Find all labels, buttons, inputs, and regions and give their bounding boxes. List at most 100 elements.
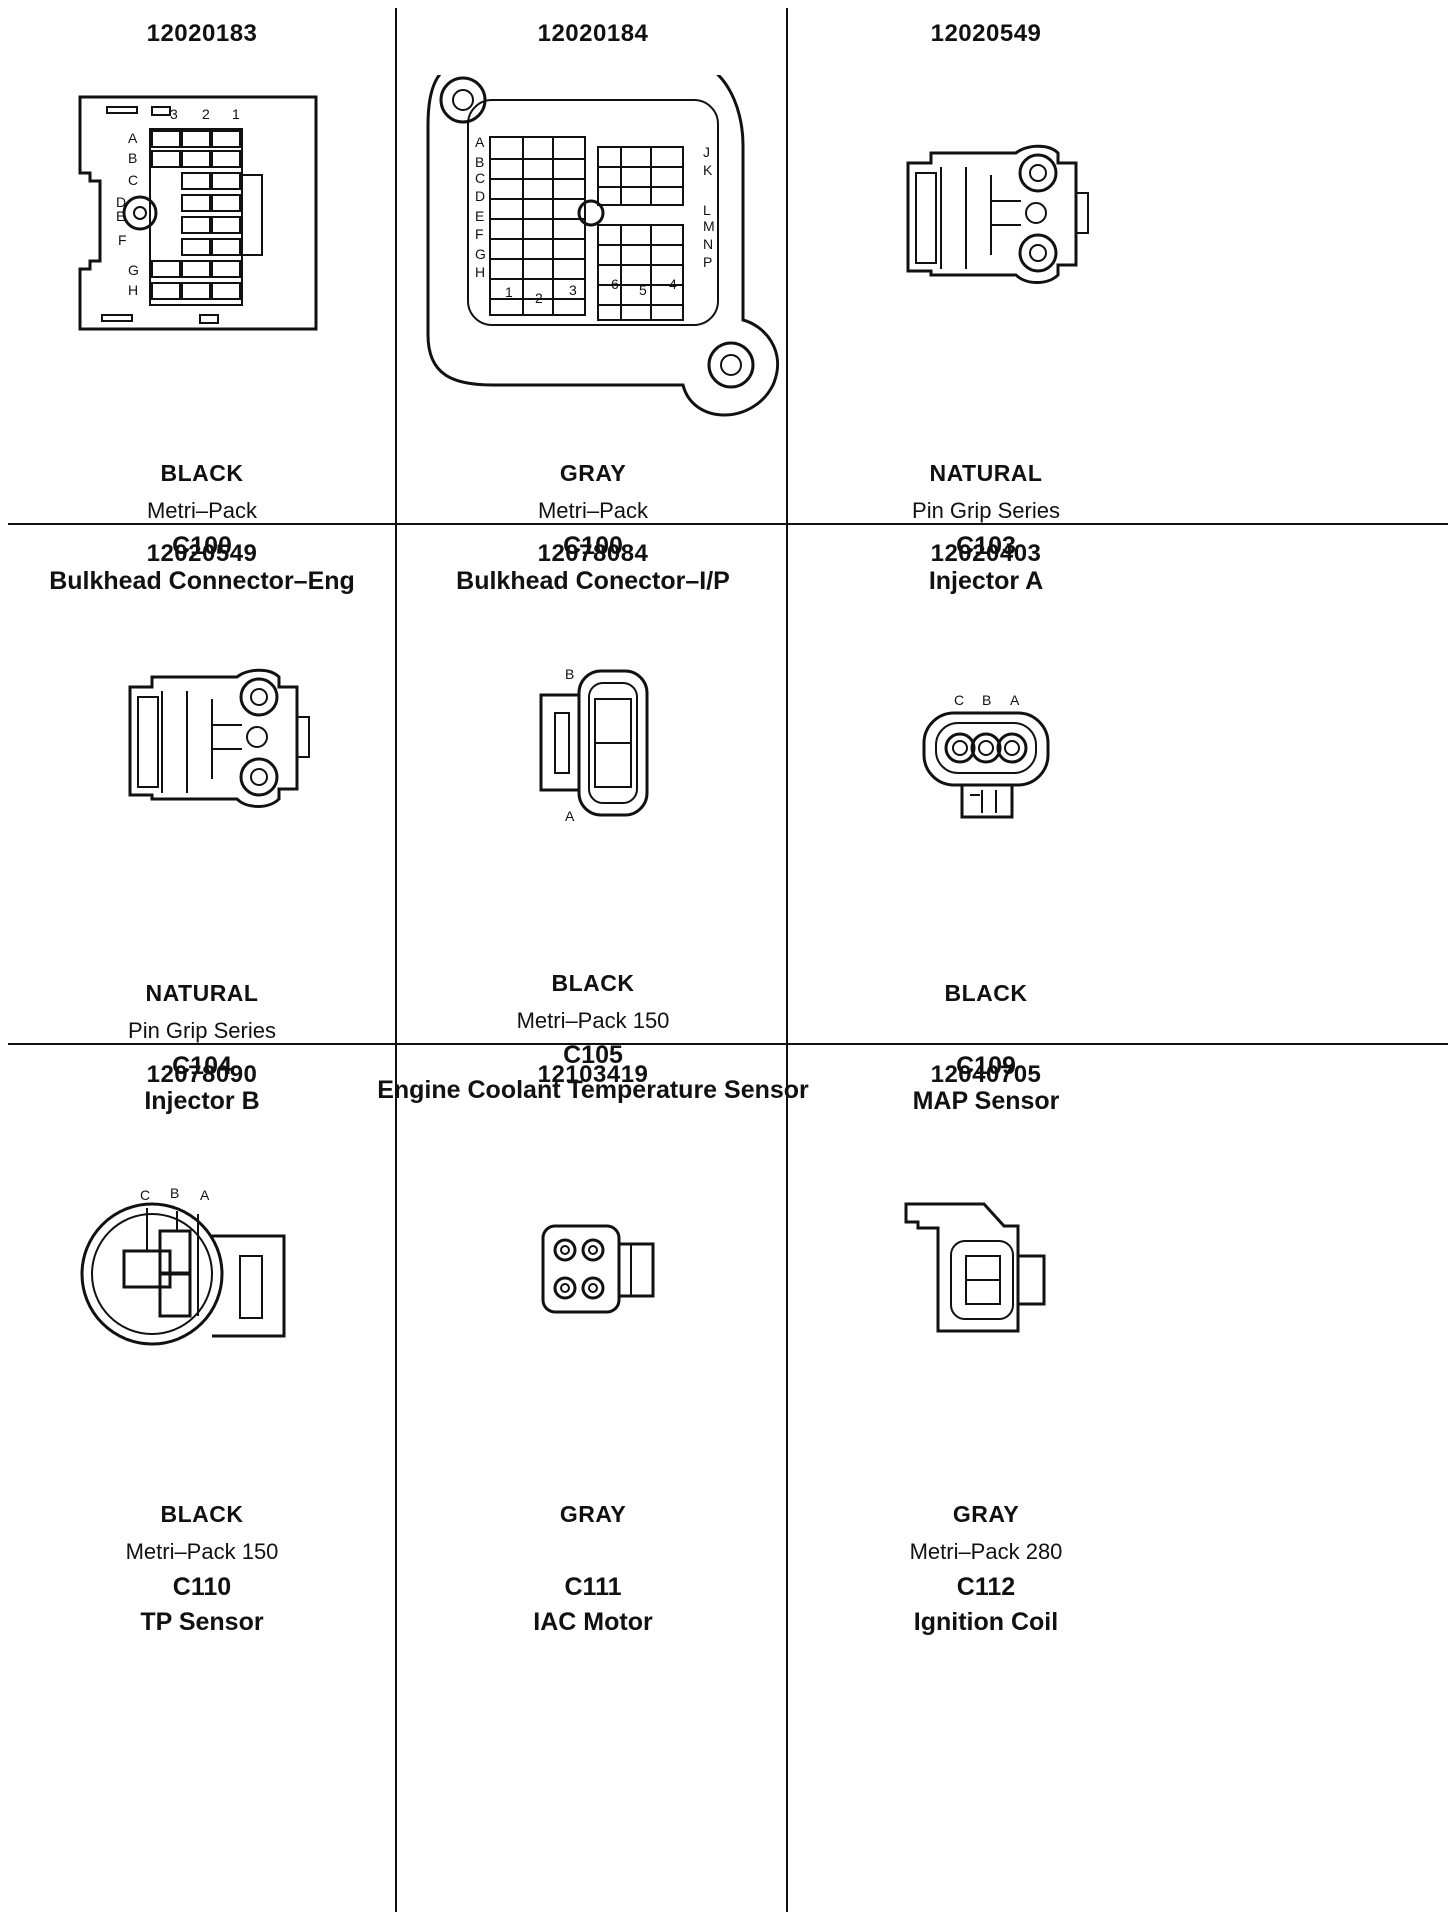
- svg-text:2: 2: [202, 106, 210, 122]
- connector-color: BLACK: [160, 460, 244, 486]
- svg-text:D: D: [475, 188, 485, 204]
- svg-text:E: E: [475, 208, 484, 224]
- svg-text:C: C: [954, 692, 964, 708]
- connector-color: GRAY: [952, 1501, 1020, 1527]
- svg-text:1: 1: [505, 284, 513, 300]
- connector-id: C103: [956, 532, 1016, 560]
- part-number: 12078090: [146, 1061, 258, 1088]
- bulkhead-connector-eng-icon: 3 2 1 A B C D E F G H: [2, 75, 402, 435]
- svg-text:J: J: [703, 144, 710, 160]
- connector-card-c100-ip: 12020184 A B C D: [353, 0, 833, 638]
- connector-series: Metri–Pack 280: [909, 1539, 1063, 1564]
- connector-name: Engine Coolant Temperature Sensor: [377, 1076, 809, 1104]
- bulkhead-connector-ip-icon: A B C D E F G H J K L M N P 1 2 3 6 5 4: [393, 58, 793, 435]
- svg-text:A: A: [1010, 692, 1020, 708]
- iac-motor-connector-icon: [393, 1116, 793, 1476]
- grid-divider-vertical: [395, 8, 397, 1912]
- connector-series: Metri–Pack: [146, 498, 258, 523]
- connector-color: GRAY: [559, 1501, 627, 1527]
- svg-text:3: 3: [569, 282, 577, 298]
- connector-series: Metri–Pack 150: [516, 1008, 670, 1033]
- svg-text:D: D: [116, 194, 126, 210]
- svg-text:N: N: [703, 236, 713, 252]
- svg-text:P: P: [703, 254, 712, 270]
- svg-text:B: B: [982, 692, 991, 708]
- svg-text:H: H: [128, 282, 138, 298]
- connector-card-c112: 12040705 GRAY Metri–Pack 280 C112 Igniti…: [746, 1041, 1226, 1679]
- connector-color: GRAY: [559, 460, 627, 486]
- svg-text:5: 5: [639, 282, 647, 298]
- svg-text:M: M: [703, 218, 715, 234]
- connector-id: C104: [172, 1052, 232, 1080]
- part-number: 12020549: [930, 20, 1042, 47]
- connector-id: C105: [563, 1041, 623, 1069]
- svg-text:4: 4: [669, 276, 677, 292]
- connector-name: IAC Motor: [533, 1608, 653, 1636]
- svg-text:A: A: [475, 134, 485, 150]
- svg-text:G: G: [475, 246, 486, 262]
- svg-text:K: K: [703, 162, 713, 178]
- svg-text:G: G: [128, 262, 139, 278]
- svg-text:A: A: [128, 130, 138, 146]
- svg-text:B: B: [475, 154, 484, 170]
- part-number: 12020183: [146, 20, 258, 47]
- svg-text:B: B: [170, 1185, 179, 1201]
- svg-text:3: 3: [170, 106, 178, 122]
- part-number: 12020549: [146, 540, 258, 567]
- connector-series: Metri–Pack: [537, 498, 649, 523]
- connector-name: MAP Sensor: [912, 1087, 1060, 1115]
- ect-sensor-connector-icon: B A: [393, 595, 793, 955]
- connector-color: BLACK: [551, 970, 635, 996]
- connector-name: Bulkhead Conector–I/P: [456, 567, 730, 595]
- tp-sensor-connector-icon: C B A: [2, 1116, 402, 1476]
- connector-name: Injector A: [928, 567, 1044, 595]
- connector-name: Injector B: [144, 1087, 260, 1115]
- svg-text:1: 1: [232, 106, 240, 122]
- connector-color: NATURAL: [145, 980, 259, 1006]
- connector-name: Bulkhead Connector–Eng: [49, 567, 355, 595]
- connector-id: C112: [956, 1573, 1016, 1601]
- connector-id: C110: [172, 1573, 232, 1601]
- svg-text:E: E: [116, 208, 125, 224]
- connector-id: C100: [172, 532, 232, 560]
- connector-id: C109: [956, 1052, 1016, 1080]
- svg-text:6: 6: [611, 276, 619, 292]
- connector-card-c110: 12078090 C B A BLACK Metri–Pack 150 C110…: [0, 1041, 442, 1679]
- svg-text:A: A: [565, 808, 575, 824]
- connector-card-c100-eng: 12020183 3 2 1 A B: [0, 0, 442, 638]
- connector-id: C100: [563, 532, 623, 560]
- grid-divider-vertical: [786, 8, 788, 1912]
- svg-text:B: B: [565, 666, 574, 682]
- connector-color: NATURAL: [929, 460, 1043, 486]
- connector-card-c109: 12020403 C B A BLACK C109 MAP Sensor: [746, 520, 1226, 1158]
- connector-series: Metri–Pack 150: [125, 1539, 279, 1564]
- connector-series: Pin Grip Series: [128, 1018, 276, 1043]
- svg-text:B: B: [128, 150, 137, 166]
- connector-name: Ignition Coil: [913, 1608, 1059, 1636]
- connector-card-c111: 12103419 GRAY C111 IAC Motor: [353, 1041, 833, 1679]
- connector-name: TP Sensor: [140, 1608, 264, 1636]
- svg-text:H: H: [475, 264, 485, 280]
- part-number: 12020403: [930, 540, 1042, 567]
- svg-text:L: L: [703, 202, 711, 218]
- connector-color: BLACK: [944, 980, 1028, 1006]
- svg-text:F: F: [475, 226, 484, 242]
- connector-id: C111: [564, 1573, 622, 1601]
- part-number: 12103419: [537, 1061, 649, 1088]
- injector-connector-icon: [786, 75, 1186, 435]
- svg-text:F: F: [118, 232, 127, 248]
- connector-card-c104: 12020549 NATURAL Pin Grip Series C104 In…: [0, 520, 442, 1158]
- part-number: 12020184: [537, 20, 649, 47]
- svg-text:C: C: [475, 170, 485, 186]
- svg-text:C: C: [128, 172, 138, 188]
- svg-text:C: C: [140, 1187, 150, 1203]
- map-sensor-connector-icon: C B A: [786, 595, 1186, 955]
- svg-text:2: 2: [535, 290, 543, 306]
- ignition-coil-connector-icon: [786, 1116, 1186, 1476]
- grid-divider-horizontal: [8, 523, 1448, 525]
- connector-color: BLACK: [160, 1501, 244, 1527]
- part-number: 12078084: [537, 540, 649, 567]
- svg-text:A: A: [200, 1187, 210, 1203]
- grid-divider-horizontal: [8, 1043, 1448, 1045]
